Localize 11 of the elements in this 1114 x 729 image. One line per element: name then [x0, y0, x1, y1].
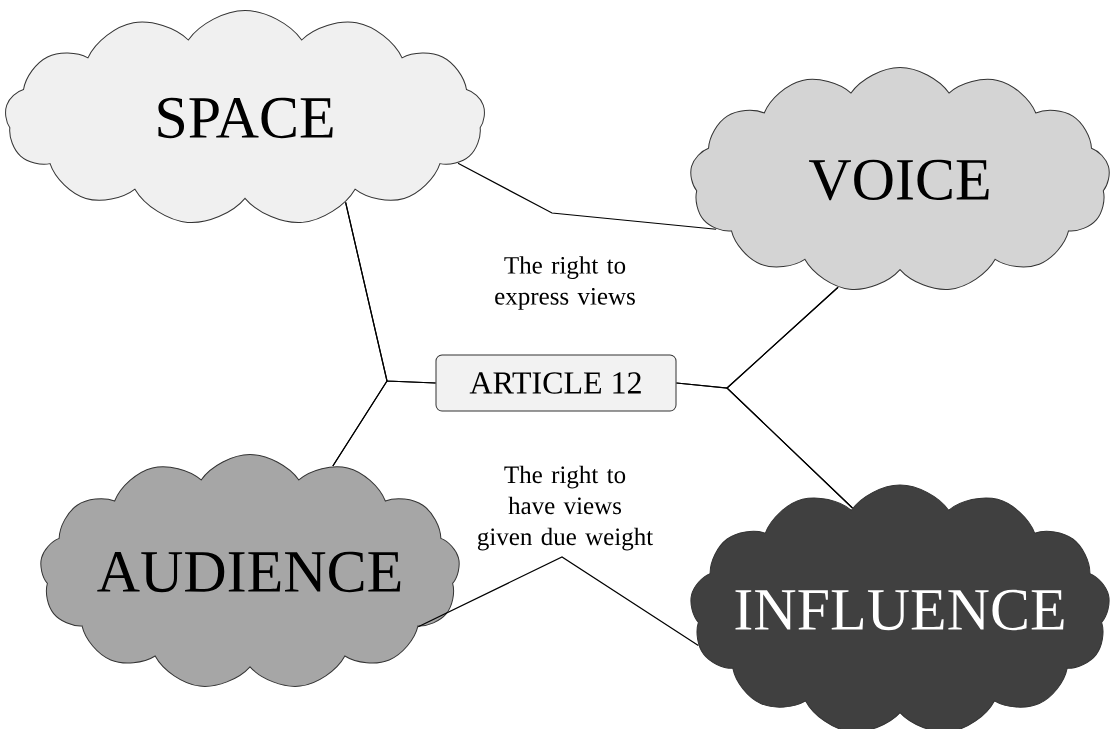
caption-text: The right to express views: [495, 256, 635, 310]
caption-text: The right to have views given due weight: [477, 465, 654, 551]
title-box: ARTICLE 12: [435, 354, 677, 412]
cloud: VOICE: [690, 67, 1110, 290]
connector-line: [417, 556, 699, 647]
connector-line: [457, 162, 717, 230]
cloud: INFLUENCE: [690, 484, 1110, 729]
cloud: AUDIENCE: [40, 454, 460, 687]
cloud: SPACE: [5, 10, 485, 224]
connector-line: [675, 382, 854, 509]
connector-line: [332, 380, 437, 467]
